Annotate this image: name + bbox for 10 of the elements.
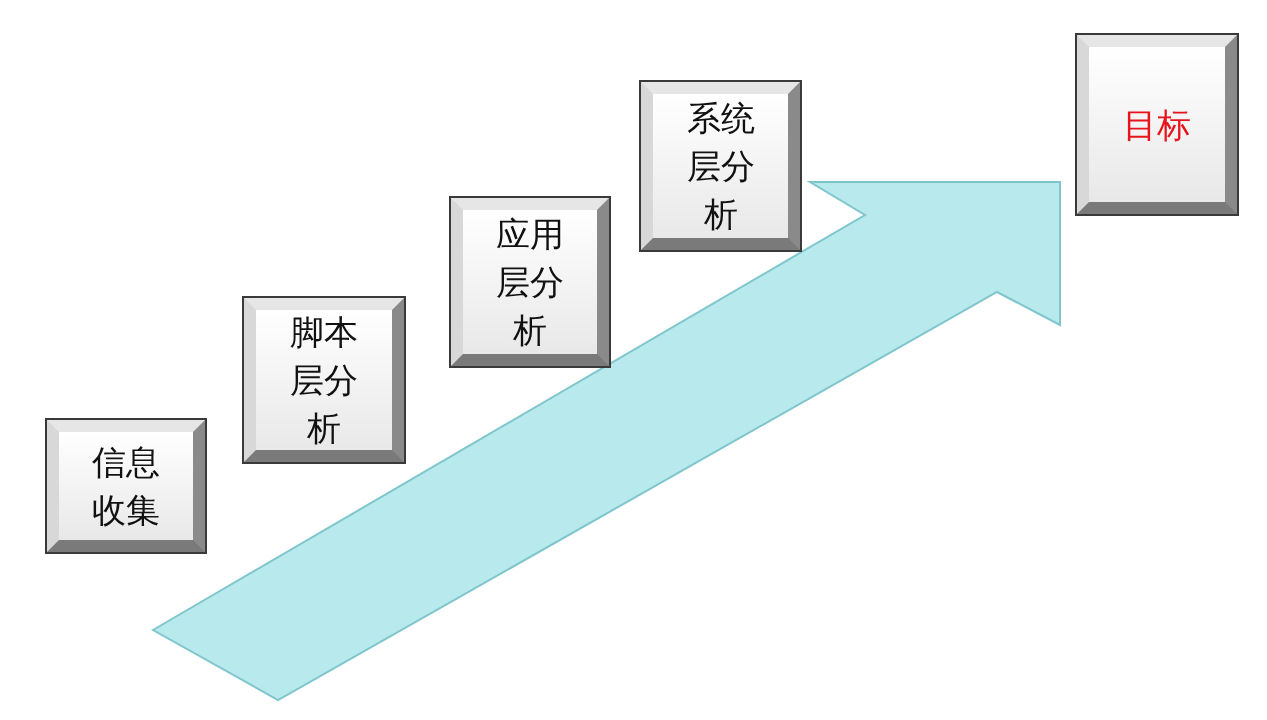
step-box — [451, 198, 609, 366]
step-label: 系统层分析 — [685, 97, 756, 236]
step-label: 目标 — [1122, 103, 1192, 147]
step-label: 脚本层分析 — [289, 311, 359, 450]
step-label: 信息收集 — [91, 441, 161, 532]
step-box — [641, 82, 800, 250]
step-label: 应用层分析 — [495, 213, 565, 352]
step-box — [1077, 35, 1237, 214]
step-box — [244, 298, 404, 462]
step-box — [47, 420, 205, 552]
